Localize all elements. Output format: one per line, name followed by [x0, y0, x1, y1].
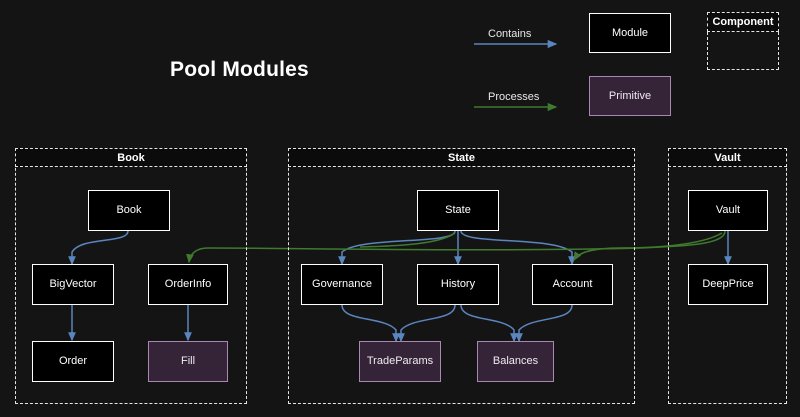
component-vault-label: Vault	[668, 148, 787, 167]
component-state-label: State	[288, 148, 635, 167]
legend-label-contains: Contains	[488, 28, 532, 40]
node-vault[interactable]: Vault	[688, 190, 768, 231]
node-orderinfo[interactable]: OrderInfo	[148, 264, 228, 305]
node-balances[interactable]: Balances	[477, 341, 554, 382]
legend-node-primitive: Primitive	[589, 76, 671, 116]
node-tradeparams[interactable]: TradeParams	[359, 341, 441, 382]
node-order[interactable]: Order	[32, 341, 114, 382]
legend-label-processes: Processes	[488, 91, 540, 103]
page-title: Pool Modules	[170, 58, 309, 81]
node-deepprice[interactable]: DeepPrice	[688, 264, 768, 305]
node-book[interactable]: Book	[88, 190, 170, 231]
legend-component-label: Component	[707, 12, 779, 32]
component-book-label: Book	[15, 148, 247, 167]
node-fill[interactable]: Fill	[148, 341, 228, 382]
node-governance[interactable]: Governance	[301, 264, 383, 305]
legend-node-module: Module	[589, 13, 671, 53]
node-history[interactable]: History	[417, 264, 499, 305]
node-bigvector[interactable]: BigVector	[32, 264, 114, 305]
node-state[interactable]: State	[417, 190, 499, 231]
node-account[interactable]: Account	[532, 264, 613, 305]
